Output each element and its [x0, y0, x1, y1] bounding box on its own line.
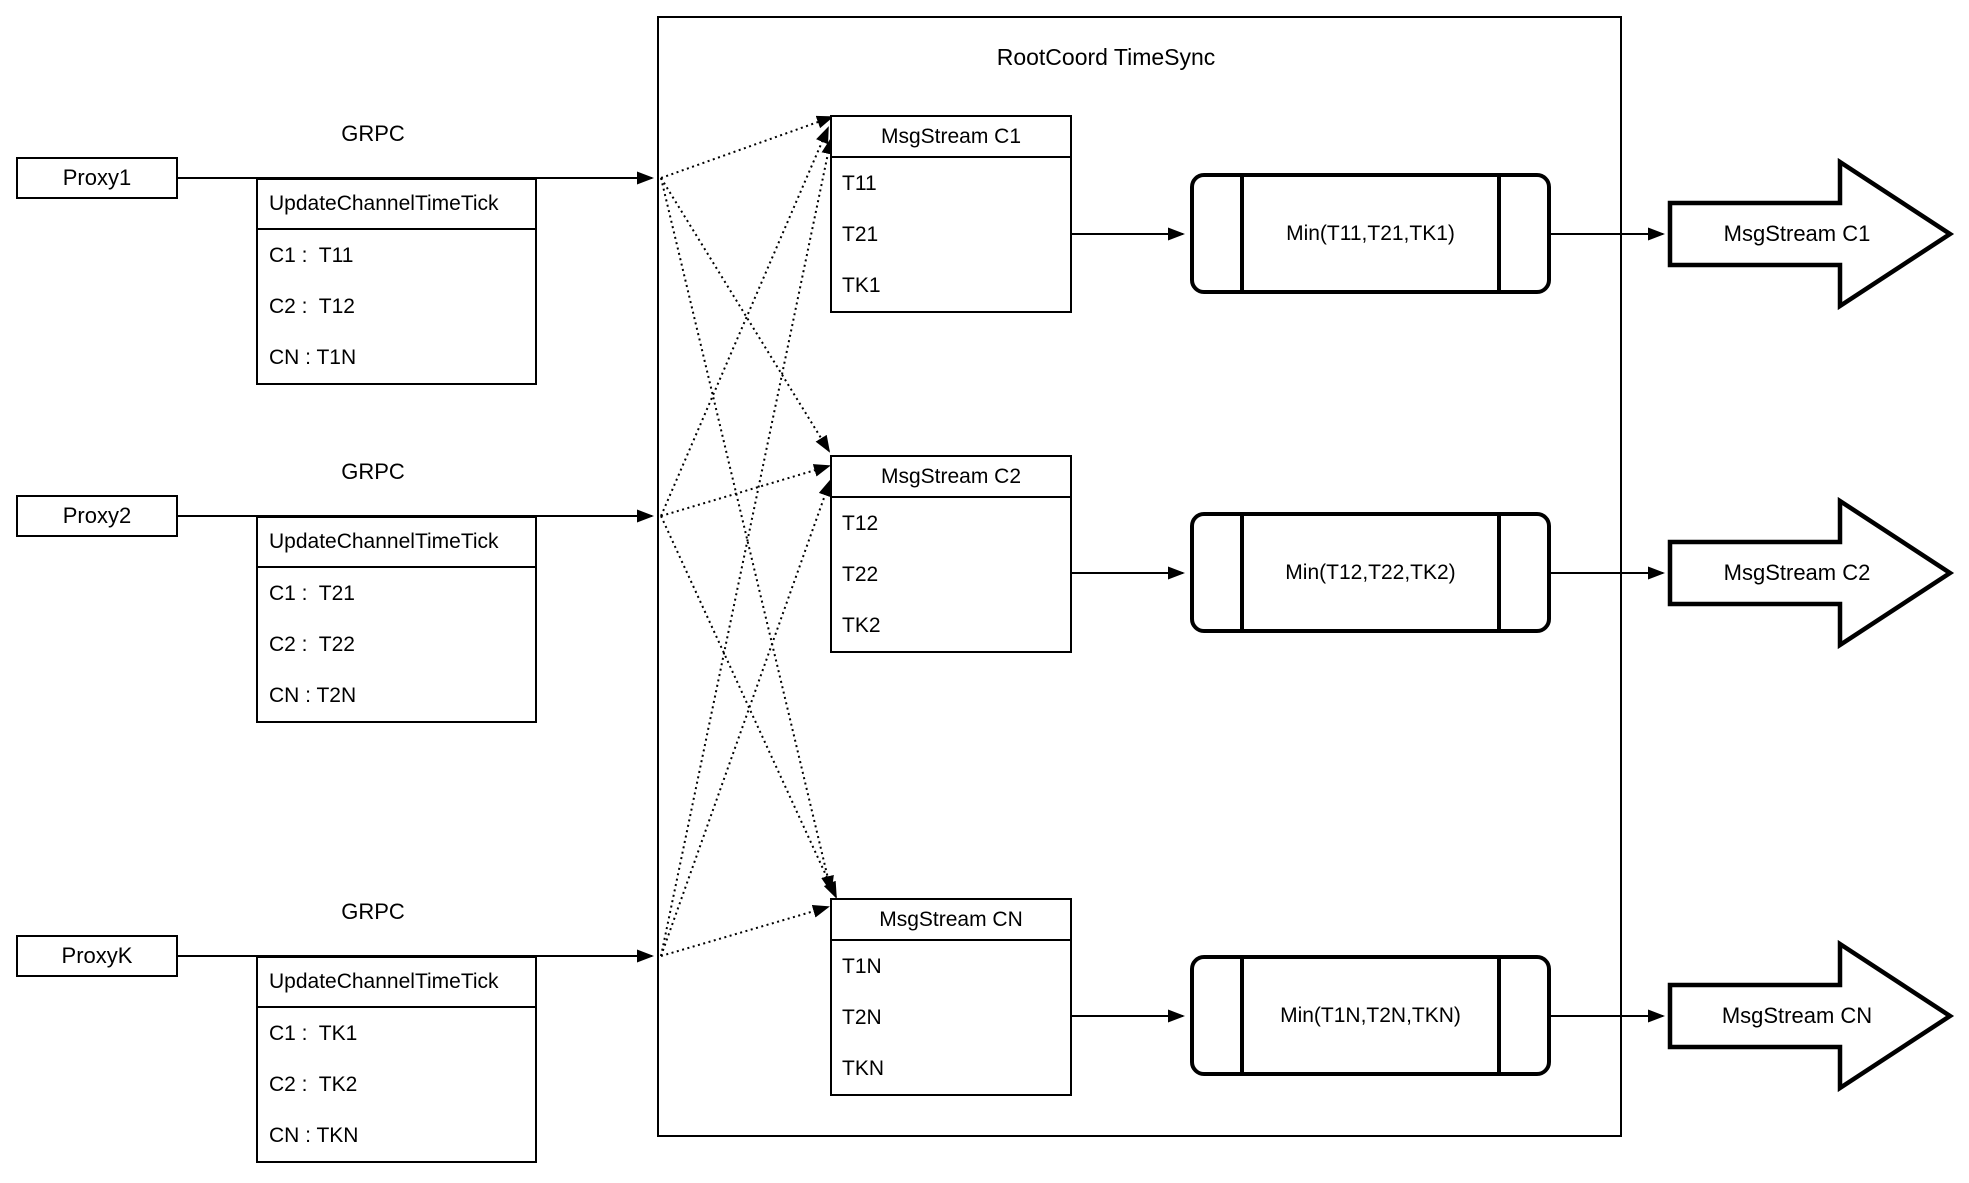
msgstream-row: T2N	[842, 1005, 882, 1029]
timetick-table-proxy1: UpdateChannelTimeTick C1 : T11 C2 : T12 …	[256, 178, 537, 385]
min-op-label: Min(T12,T22,TK2)	[1285, 560, 1456, 584]
msgstream-row: T11	[842, 171, 877, 195]
fanout-p2-c2	[660, 464, 831, 517]
output-arrow-c2	[1667, 496, 1955, 650]
fanout-p1-c1	[660, 115, 834, 179]
timetick-fanout-arrows	[660, 115, 837, 957]
timetick-table-proxy2: UpdateChannelTimeTick C1 : T21 C2 : T22 …	[256, 516, 537, 723]
msgstream-table-header: MsgStream CN	[832, 900, 1070, 941]
timetick-row: C2 : T12	[269, 294, 355, 318]
msgstream-row: TKN	[842, 1056, 884, 1080]
proxy2-box: Proxy2	[16, 495, 178, 537]
msgstream-table-header: MsgStream C1	[832, 117, 1070, 158]
timetick-row: C2 : T22	[269, 632, 355, 656]
timetick-table-header: UpdateChannelTimeTick	[258, 958, 535, 1008]
grpc-label-k: GRPC	[341, 899, 405, 924]
timetick-row: C2 : TK2	[269, 1072, 358, 1096]
msgstream-row: T22	[842, 562, 879, 586]
min-op-label: Min(T1N,T2N,TKN)	[1280, 1003, 1461, 1027]
timetick-row: CN : T1N	[269, 345, 357, 369]
fanout-p1-cn	[660, 177, 834, 893]
msgstream-table-c2: MsgStream C2 T12 T22 TK2	[830, 455, 1072, 653]
output-msgstream-c1-label: MsgStream C1	[1723, 221, 1871, 246]
output-msgstream-cn-label: MsgStream CN	[1721, 1003, 1873, 1028]
proxy1-box: Proxy1	[16, 157, 178, 199]
msgstream-table-cn: MsgStream CN T1N T2N TKN	[830, 898, 1072, 1096]
msgstream-row: T1N	[842, 954, 882, 978]
min-op-label: Min(T11,T21,TK1)	[1286, 221, 1455, 245]
fanout-pk-c2	[660, 479, 832, 957]
fanout-p1-c2	[660, 177, 831, 453]
output-arrow-cn	[1667, 939, 1955, 1093]
msgstream-table-header: MsgStream C2	[832, 457, 1070, 498]
output-arrow-shapes	[1667, 157, 1955, 1093]
msgstream-row: TK1	[842, 273, 881, 297]
rootcoord-title: RootCoord TimeSync	[996, 44, 1216, 70]
timetick-row: C1 : T11	[269, 243, 354, 267]
msgstream-to-min-arrows	[1072, 227, 1185, 1023]
min-op-cn: Min(T1N,T2N,TKN)	[1190, 955, 1551, 1076]
timetick-table-header: UpdateChannelTimeTick	[258, 180, 535, 230]
min-to-output-arrows	[1548, 227, 1665, 1023]
timetick-table-header: UpdateChannelTimeTick	[258, 518, 535, 568]
proxyk-box: ProxyK	[16, 935, 178, 977]
msgstream-row: T12	[842, 511, 879, 535]
timetick-row: C1 : T21	[269, 581, 355, 605]
min-op-c1: Min(T11,T21,TK1)	[1190, 173, 1551, 294]
proxy2-label: Proxy2	[62, 503, 132, 528]
grpc-label-1: GRPC	[341, 121, 405, 146]
min-op-c2: Min(T12,T22,TK2)	[1190, 512, 1551, 633]
msgstream-table-c1: MsgStream C1 T11 T21 TK1	[830, 115, 1072, 313]
timetick-row: CN : TKN	[269, 1123, 359, 1147]
timetick-table-proxyk: UpdateChannelTimeTick C1 : TK1 C2 : TK2 …	[256, 956, 537, 1163]
msgstream-row: TK2	[842, 613, 881, 637]
output-msgstream-c2-label: MsgStream C2	[1723, 560, 1871, 585]
timetick-row: C1 : TK1	[269, 1021, 358, 1045]
proxyk-label: ProxyK	[61, 943, 133, 968]
fanout-p2-c1	[660, 126, 829, 517]
msgstream-row: T21	[842, 222, 879, 246]
fanout-pk-cn	[660, 904, 830, 957]
output-arrow-c1	[1667, 157, 1955, 311]
fanout-pk-c1	[660, 137, 835, 957]
grpc-label-2: GRPC	[341, 459, 405, 484]
fanout-p2-cn	[660, 515, 837, 899]
timetick-row: CN : T2N	[269, 683, 357, 707]
proxy1-label: Proxy1	[62, 165, 132, 190]
